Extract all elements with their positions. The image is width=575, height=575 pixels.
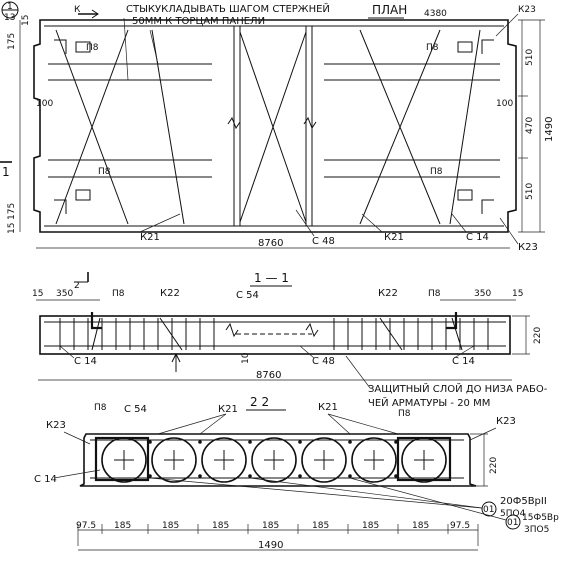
section2-rebar-bottom: 15Ф5Вр bbox=[522, 513, 559, 523]
plan-dim-15-top: 15 bbox=[21, 15, 31, 26]
section-1-1: 1 — 1 15 350 2 П8 К22 С 54 К22 П8 350 15 bbox=[32, 271, 548, 409]
section1-dim-350-right: 350 bbox=[474, 289, 491, 299]
plan-dim-470: 470 bbox=[525, 117, 535, 134]
section2-rebar-mark-01-b bbox=[505, 514, 521, 530]
section2-k23-right: К23 bbox=[496, 416, 516, 427]
section1-k22-left: К22 bbox=[160, 288, 180, 299]
section1-title: 1 — 1 bbox=[254, 271, 289, 285]
section1-c54: С 54 bbox=[236, 290, 259, 301]
plan-c14: С 14 bbox=[466, 232, 489, 243]
plan-dim-510-top: 510 bbox=[525, 49, 535, 66]
section2-dim-185-6: 185 bbox=[362, 521, 379, 531]
plan-p8-upper-right: П8 bbox=[426, 43, 439, 53]
section2-dim-185-3: 185 bbox=[212, 521, 229, 531]
section2-dim-97-5-left: 97.5 bbox=[76, 521, 96, 531]
section-2-2: 2 2 П8 С 54 К21 К21 П8 К23 К23 bbox=[34, 395, 559, 551]
section1-p8-right: П8 bbox=[428, 289, 441, 299]
plan-note-1: СТЫКУКЛАДЫВАТЬ ШАГОМ СТЕРЖНЕЙ bbox=[126, 2, 330, 15]
plan-dim-8760: 8760 bbox=[258, 238, 283, 249]
plan-k23-top: К23 bbox=[518, 5, 536, 15]
section1-cover-note-2: ЧЕЙ АРМАТУРЫ - 20 ММ bbox=[368, 396, 490, 409]
section2-p8-left: П8 bbox=[94, 403, 107, 413]
section2-rebar-mark-01-a bbox=[481, 501, 497, 517]
section1-dim-350-left: 350 bbox=[56, 289, 73, 299]
section2-total-width: 1490 bbox=[258, 540, 283, 551]
section2-dim-185-1: 185 bbox=[114, 521, 131, 531]
section1-dim-10: 10 bbox=[241, 352, 251, 364]
section2-dim-185-4: 185 bbox=[262, 521, 279, 531]
section2-rebar-dots bbox=[148, 440, 398, 478]
section1-c48: С 48 bbox=[312, 356, 335, 367]
section1-p8-left: П8 bbox=[112, 289, 125, 299]
section2-rebar-bottom-sub: 3ПО5 bbox=[524, 525, 549, 535]
section1-mark-2: 2 bbox=[74, 281, 80, 291]
section1-panel bbox=[39, 315, 511, 355]
plan-dim-510-bot: 510 bbox=[525, 183, 535, 200]
plan-dim-100-a: 100 bbox=[36, 99, 53, 109]
section2-dim-185-5: 185 bbox=[312, 521, 329, 531]
section2-rebar-mark-01-b-text: 01 bbox=[507, 518, 518, 528]
plan-dim-175-top: 175 bbox=[7, 33, 17, 50]
plan-dim-1490: 1490 bbox=[544, 117, 555, 142]
plan-title: ПЛАН bbox=[372, 3, 407, 17]
section2-k23-left: К23 bbox=[46, 420, 66, 431]
plan-k23-bottom: К23 bbox=[518, 242, 538, 253]
section2-dim-185-2: 185 bbox=[162, 521, 179, 531]
section1-dim-220: 220 bbox=[533, 327, 543, 344]
plan-circle-bottom: 13 bbox=[4, 13, 15, 23]
section1-dim-8760: 8760 bbox=[256, 370, 281, 381]
section2-rebar-top-sub: 5ПО4 bbox=[500, 509, 526, 519]
plan-p8-upper-left: П8 bbox=[86, 43, 99, 53]
section1-k22-right: К22 bbox=[378, 288, 398, 299]
plan-side-mark: 1 bbox=[2, 165, 10, 179]
plan-dim-4380: 4380 bbox=[424, 9, 447, 19]
section1-cover-note-1: ЗАЩИТНЫЙ СЛОЙ ДО НИЗА РАБО- bbox=[368, 382, 548, 395]
section2-dim-97-5-right: 97.5 bbox=[450, 521, 470, 531]
section2-p8-right: П8 bbox=[398, 409, 411, 419]
section2-c54: С 54 bbox=[124, 404, 147, 415]
section2-dim-185-7: 185 bbox=[412, 521, 429, 531]
section2-dims: 97.5 185 185 185 185 185 185 185 97.5 bbox=[76, 521, 479, 546]
section2-rebar-mark-01-a-text: 01 bbox=[483, 505, 494, 515]
plan-outline bbox=[33, 19, 517, 233]
plan-view: СТЫКУКЛАДЫВАТЬ ШАГОМ СТЕРЖНЕЙ 50ММ К ТОР… bbox=[0, 1, 555, 253]
section2-title: 2 2 bbox=[250, 395, 269, 409]
section1-stirrups bbox=[59, 318, 489, 350]
section1-dim-15-right: 15 bbox=[512, 289, 523, 299]
plan-dim-175-bot: 175 bbox=[7, 203, 17, 220]
plan-p8-lower-right: П8 bbox=[430, 167, 443, 177]
plan-circle-top: 1 bbox=[7, 2, 13, 12]
plan-p8-lower-left: П8 bbox=[98, 167, 111, 177]
section2-k21-a: К21 bbox=[218, 404, 238, 415]
plan-dim-15-bot: 15 bbox=[7, 223, 17, 234]
section1-c14-left: С 14 bbox=[74, 356, 97, 367]
plan-mark-k: К bbox=[74, 5, 81, 15]
section2-rebar-top: 20Ф5ВрII bbox=[500, 496, 547, 507]
section2-dim-220: 220 bbox=[489, 457, 499, 474]
plan-c48: С 48 bbox=[312, 236, 335, 247]
section2-c14: С 14 bbox=[34, 474, 57, 485]
plan-k21-right: К21 bbox=[384, 232, 404, 243]
section2-k21-b: К21 bbox=[318, 402, 338, 413]
section1-dim-15-left: 15 bbox=[32, 289, 43, 299]
plan-dim-100-b: 100 bbox=[496, 99, 513, 109]
plan-note-2: 50ММ К ТОРЦАМ ПАНЕЛИ bbox=[132, 16, 265, 27]
plan-k21-left: К21 bbox=[140, 232, 160, 243]
section1-c14-right: С 14 bbox=[452, 356, 475, 367]
